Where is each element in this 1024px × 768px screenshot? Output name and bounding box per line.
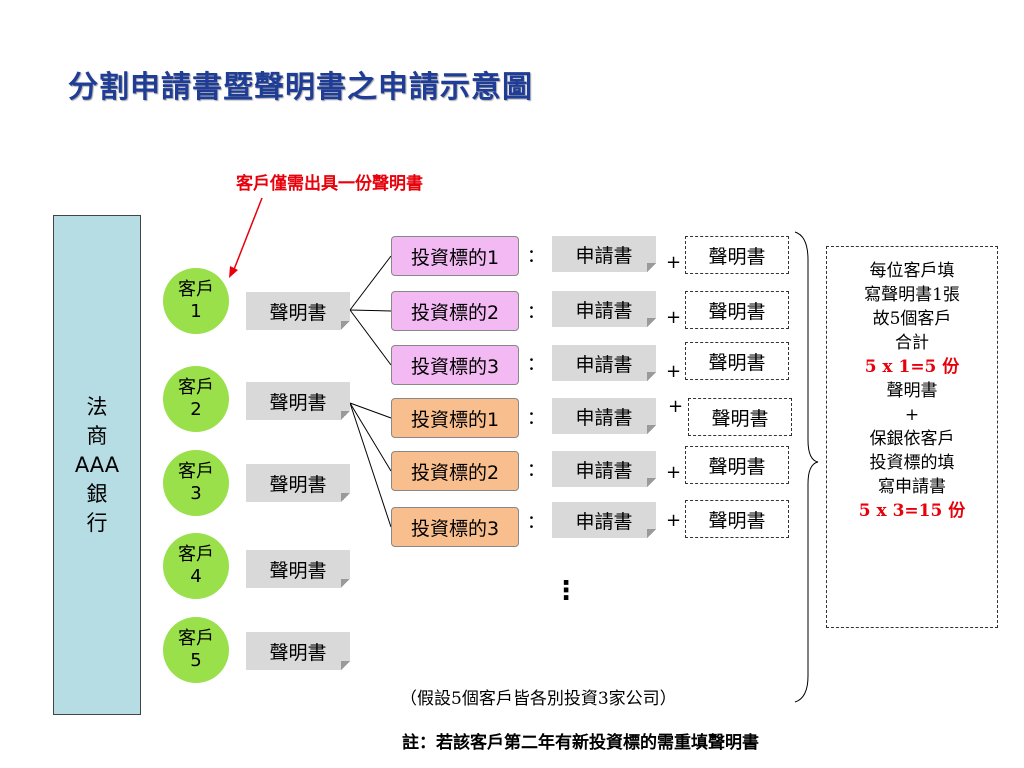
plus-sign: + (666, 462, 682, 483)
application-box: 申請書 (552, 291, 656, 327)
callout-arrow (232, 197, 263, 273)
client-circle-2: 客戶 2 (163, 366, 229, 432)
note-line: 合計 (895, 333, 929, 353)
callout-arrowhead (229, 266, 238, 278)
summary-note: 每位客戶填 寫聲明書1張 故5個客戶 合計 5 x 1=5 份 聲明書 + 保銀… (826, 246, 998, 628)
statement-label: 聲明書 (269, 301, 327, 324)
callout-label: 客戶僅需出具一份聲明書 (236, 174, 423, 194)
note-line: 聲明書 (886, 381, 938, 401)
note-count-statements: 5 x 1=5 份 (864, 357, 960, 377)
bank-line: 行 (86, 510, 108, 535)
assumption-note: （假設5個客戶皆各別投資3家公司） (400, 689, 677, 709)
application-box: 申請書 (552, 502, 656, 538)
bank-line: 法 (86, 394, 108, 419)
client-statement-3: 聲明書 (246, 464, 350, 502)
colon: ： (527, 302, 545, 323)
statement-label: 聲明書 (269, 473, 327, 496)
client-number: 3 (190, 483, 202, 504)
plus-sign: + (668, 396, 684, 417)
branch-line-1-1 (349, 255, 392, 311)
colon: ： (527, 460, 545, 481)
declaration-box: 聲明書 (685, 500, 789, 538)
note-line: 寫聲明書1張 (864, 285, 960, 305)
client-label: 客戶 (178, 377, 214, 398)
client-circle-5: 客戶 5 (163, 617, 229, 683)
note-line: 寫申請書 (878, 477, 946, 497)
application-box: 申請書 (552, 398, 656, 434)
colon: ： (527, 512, 545, 533)
client-label: 客戶 (178, 461, 214, 482)
colon: ： (527, 246, 545, 267)
branch-line-1-3 (349, 309, 392, 366)
plus-sign: + (666, 252, 682, 273)
plus-sign: + (666, 307, 682, 328)
client-label: 客戶 (178, 544, 214, 565)
target-box: 投資標的1 (391, 398, 519, 438)
colon: ： (527, 354, 545, 375)
note-line: + (904, 405, 920, 425)
client-statement-2: 聲明書 (246, 382, 350, 420)
right-brace (794, 231, 819, 703)
note-line: 保銀依客戶 (869, 429, 955, 449)
branch-line-2-2 (349, 402, 392, 472)
statement-label: 聲明書 (269, 559, 327, 582)
bank-line: 商 (86, 423, 108, 448)
declaration-box: 聲明書 (685, 236, 789, 274)
note-line: 故5個客戶 (872, 309, 952, 329)
client-circle-4: 客戶 4 (163, 533, 229, 599)
declaration-box: 聲明書 (685, 291, 789, 329)
bank-line: 銀 (86, 481, 108, 506)
branch-line-1-2 (349, 309, 392, 312)
client-circle-1: 客戶 1 (163, 268, 229, 334)
statement-label: 聲明書 (269, 641, 327, 664)
bank-box: 法 商 AAA 銀 行 (53, 215, 141, 715)
client-circle-3: 客戶 3 (163, 450, 229, 516)
declaration-box: 聲明書 (685, 342, 789, 380)
application-box: 申請書 (552, 451, 656, 487)
client-number: 4 (190, 566, 202, 587)
statement-label: 聲明書 (269, 391, 327, 414)
application-box: 申請書 (552, 236, 656, 272)
client-number: 5 (190, 650, 202, 671)
note-line: 每位客戶填 (869, 261, 955, 281)
branch-line-2-1 (349, 402, 392, 419)
page-title: 分割申請書暨聲明書之申請示意圖 (68, 70, 533, 105)
declaration-box: 聲明書 (685, 446, 789, 484)
branch-line-2-3 (349, 402, 392, 528)
note-line: 投資標的填 (869, 453, 955, 473)
target-box: 投資標的2 (391, 451, 519, 491)
bank-line: AAA (74, 452, 120, 477)
application-box: 申請書 (552, 345, 656, 381)
client-statement-5: 聲明書 (246, 632, 350, 670)
plus-sign: + (666, 510, 682, 531)
target-box: 投資標的1 (391, 236, 519, 276)
client-label: 客戶 (178, 279, 214, 300)
target-box: 投資標的3 (391, 507, 519, 547)
ellipsis: ⋮ (553, 576, 579, 606)
client-label: 客戶 (178, 628, 214, 649)
client-number: 1 (190, 301, 202, 322)
client-statement-4: 聲明書 (246, 550, 350, 588)
target-box: 投資標的2 (391, 291, 519, 331)
footer-note: 註：若該客戶第二年有新投資標的需重填聲明書 (402, 733, 759, 753)
plus-sign: + (666, 361, 682, 382)
client-statement-1: 聲明書 (246, 292, 350, 330)
target-box: 投資標的3 (391, 345, 519, 385)
colon: ： (527, 408, 545, 429)
client-number: 2 (190, 399, 202, 420)
declaration-box: 聲明書 (688, 398, 792, 436)
note-count-applications: 5 x 3=15 份 (858, 501, 966, 521)
